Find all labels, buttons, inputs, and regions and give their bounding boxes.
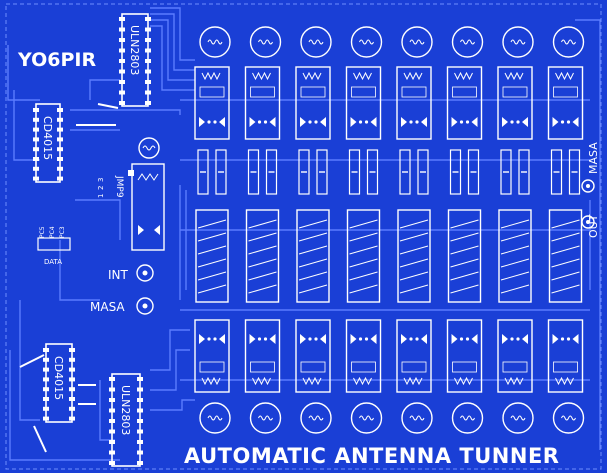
ic-uln2803-top-label: ULN2803 — [128, 25, 141, 75]
bottom-relay-6 — [446, 319, 483, 393]
top-relay-7 — [497, 66, 533, 140]
data-label: DATA — [44, 258, 62, 266]
top-relay-row — [194, 66, 584, 140]
data-pin-pc5: PC5 — [39, 226, 46, 238]
top-pad-7 — [502, 26, 534, 58]
coil-6 — [447, 209, 482, 303]
masa-right-terminal: MASA — [581, 142, 600, 193]
trace-layer — [7, 7, 601, 461]
top-relay-4 — [345, 66, 382, 140]
bottom-pad-2 — [249, 402, 282, 434]
ic-uln2803-top: ULN2803 — [119, 13, 151, 107]
ic-cd4015-bottom-label: CD4015 — [52, 356, 65, 400]
jumper-label: JMP9 — [114, 175, 124, 198]
board-title: AUTOMATIC ANTENNA TUNNER — [184, 444, 559, 468]
ic-uln2803-bottom: ULN2803 — [109, 373, 143, 467]
top-relay-6 — [446, 66, 483, 140]
bottom-relay-7 — [497, 319, 533, 393]
data-pin-pc4: PC4 — [49, 226, 56, 238]
jumper-pin-1: 1 — [97, 194, 105, 198]
bottom-relay-2 — [244, 319, 281, 393]
ic-cd4015-bottom: CD4015 — [43, 343, 75, 423]
masa-left-label: MASA — [90, 300, 125, 314]
out-terminal: OUT — [581, 214, 600, 238]
top-relay-2 — [244, 66, 281, 140]
coil-8 — [548, 209, 583, 303]
capacitor-pair-4 — [348, 149, 379, 195]
int-label: INT — [108, 268, 129, 282]
bottom-pad-8 — [552, 402, 585, 434]
bottom-pad-1 — [199, 402, 231, 434]
bottom-pad-4 — [350, 402, 383, 434]
top-pad-2 — [249, 26, 282, 58]
coil-5 — [397, 209, 431, 303]
top-relay-8 — [547, 66, 584, 140]
top-pad-8 — [552, 26, 585, 58]
board-outline — [5, 3, 602, 470]
coil-2 — [245, 209, 280, 303]
masa-right-label: MASA — [587, 142, 600, 174]
coil-row — [195, 209, 583, 303]
ic-cd4015-top-label: CD4015 — [41, 116, 54, 160]
top-relay-5 — [396, 66, 432, 140]
ic-uln2803-bottom-label: ULN2803 — [119, 385, 132, 435]
jumper-pin-3: 3 — [97, 178, 105, 182]
bottom-relay-4 — [345, 319, 382, 393]
top-pad-6 — [451, 26, 484, 58]
capacitor-pair-7 — [500, 149, 530, 195]
jumper-jmp9: JMP9 3 2 1 — [97, 137, 165, 251]
top-pad-row — [199, 26, 585, 58]
capacitor-pair-2 — [247, 149, 278, 195]
capacitor-pair-1 — [197, 149, 227, 195]
int-terminal: INT — [108, 264, 154, 282]
bottom-relay-5 — [396, 319, 432, 393]
capacitor-row — [197, 149, 581, 195]
bottom-pad-3 — [300, 402, 332, 434]
bottom-pad-7 — [502, 402, 534, 434]
masa-left-terminal: MASA — [90, 297, 154, 315]
wire-links — [19, 103, 119, 453]
top-pad-3 — [300, 26, 332, 58]
capacitor-pair-3 — [298, 149, 328, 195]
data-connector: PC5 PC4 PC3 DATA — [37, 226, 71, 266]
capacitor-pair-5 — [399, 149, 429, 195]
callsign-label: YO6PIR — [17, 49, 96, 71]
jumper-pin-2: 2 — [97, 186, 105, 190]
coil-7 — [498, 209, 532, 303]
coil-1 — [195, 209, 229, 303]
top-relay-3 — [295, 66, 331, 140]
capacitor-pair-8 — [550, 149, 581, 195]
bottom-relay-8 — [547, 319, 584, 393]
bottom-relay-3 — [295, 319, 331, 393]
out-label: OUT — [587, 214, 600, 238]
bottom-pad-5 — [401, 402, 433, 434]
top-pad-1 — [199, 26, 231, 58]
ic-cd4015-top: CD4015 — [33, 103, 63, 183]
bottom-pad-row — [199, 402, 585, 434]
top-relay-1 — [194, 66, 230, 140]
capacitor-pair-6 — [449, 149, 480, 195]
coil-4 — [346, 209, 381, 303]
data-pin-pc3: PC3 — [59, 226, 66, 238]
bottom-relay-row — [194, 319, 584, 393]
top-pad-5 — [401, 26, 433, 58]
top-pad-4 — [350, 26, 383, 58]
bottom-pad-6 — [451, 402, 484, 434]
bottom-relay-1 — [194, 319, 230, 393]
coil-3 — [296, 209, 330, 303]
